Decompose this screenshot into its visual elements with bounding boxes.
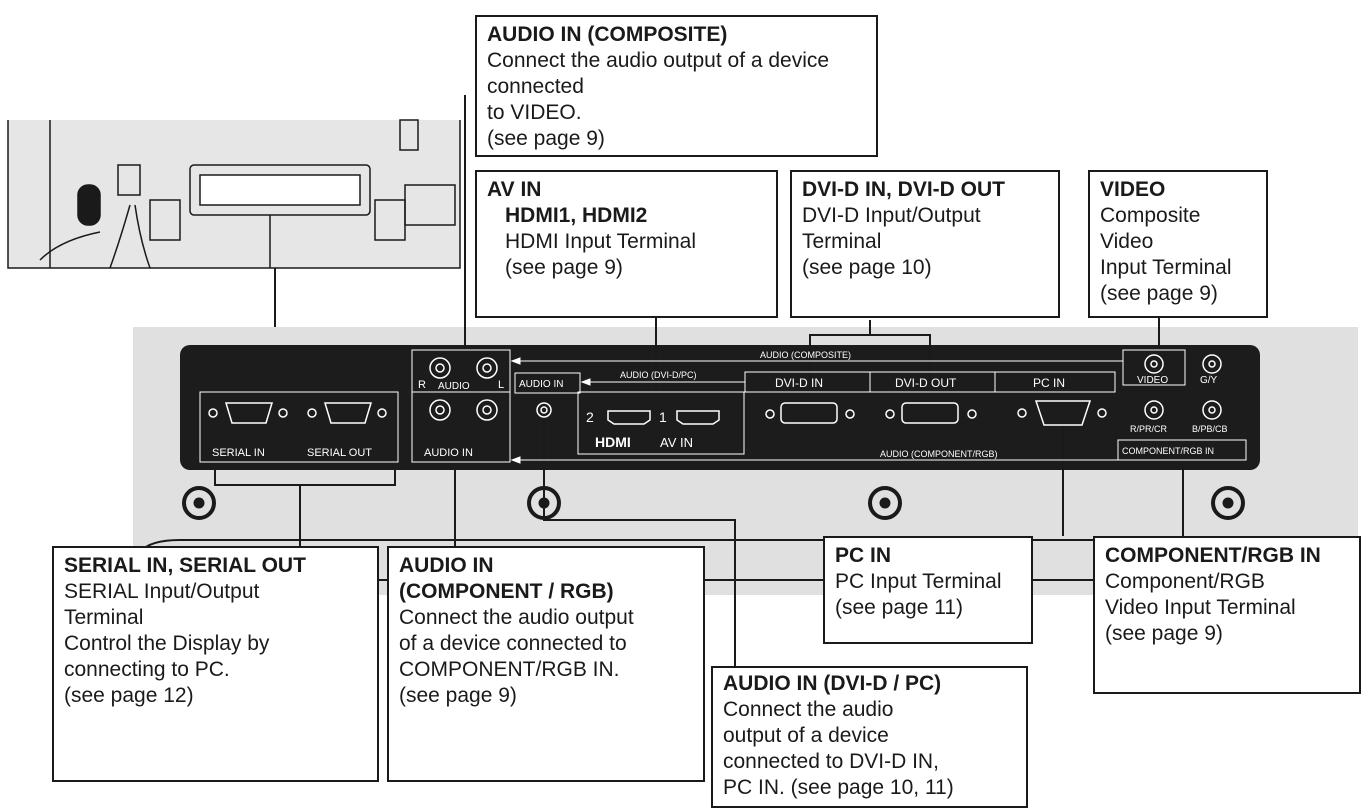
callout-title: SERIAL IN, SERIAL OUT [64, 554, 306, 577]
callout-line: Control the Display by [64, 632, 270, 655]
callout-line: Terminal [802, 230, 882, 253]
label-video: VIDEO [1137, 375, 1168, 386]
callout-serial: SERIAL IN, SERIAL OUT SERIAL Input/Outpu… [52, 546, 379, 782]
callout-dvid: DVI-D IN, DVI-D OUT DVI-D Input/Output T… [790, 170, 1060, 318]
callout-line: Composite Video [1100, 204, 1201, 253]
callout-av-in: AV IN HDMI1, HDMI2 HDMI Input Terminal (… [475, 170, 778, 318]
callout-title: AUDIO IN [399, 554, 494, 577]
label-r-pr-cr: R/PR/CR [1130, 424, 1168, 434]
label-audio-in-small: AUDIO IN [519, 379, 563, 390]
terminal-bar [180, 345, 1260, 470]
label-serial-in: SERIAL IN [212, 447, 265, 459]
callout-audio-composite: AUDIO IN (COMPOSITE) Connect the audio o… [475, 15, 878, 157]
callout-line: to VIDEO. [487, 101, 582, 124]
callout-line: SERIAL Input/Output [64, 580, 260, 603]
callout-line: (see page 9) [1100, 282, 1218, 305]
connector-shapes [208, 354, 1222, 426]
callout-line: (see page 9) [1105, 622, 1223, 645]
callout-line: connected to DVI-D IN, [723, 750, 939, 773]
label-pc-in: PC IN [1033, 376, 1065, 390]
callout-line: DVI-D Input/Output [802, 204, 981, 227]
label-hdmi-2: 2 [586, 409, 594, 425]
callout-line: (see page 9) [487, 127, 605, 150]
callout-title-2: (COMPONENT / RGB) [399, 580, 614, 603]
label-g-y: G/Y [1200, 375, 1218, 386]
callout-audio-component: AUDIO IN (COMPONENT / RGB) Connect the a… [387, 546, 705, 782]
callout-line: Video Input Terminal [1105, 596, 1296, 619]
label-audio-word: AUDIO [438, 381, 470, 392]
callout-line: PC Input Terminal [835, 570, 1002, 593]
label-av-in: AV IN [660, 435, 693, 450]
callout-line: (see page 12) [64, 684, 194, 707]
display-rear-thumbnail [7, 119, 461, 269]
label-dvid-out: DVI-D OUT [895, 376, 957, 390]
label-dvid-in: DVI-D IN [775, 376, 823, 390]
callout-line: Input Terminal [1100, 256, 1232, 279]
callout-line: HDMI Input Terminal [505, 230, 697, 253]
terminal-label-boxes [199, 349, 1247, 463]
callout-line: of a device connected to [399, 632, 627, 655]
label-b-pb-cb: B/PB/CB [1192, 424, 1228, 434]
callout-title: PC IN [835, 544, 892, 567]
callout-line: Connect the audio output [399, 606, 634, 629]
callout-title: DVI-D IN, DVI-D OUT [802, 178, 1005, 201]
label-audio-l: L [498, 379, 504, 391]
label-audio-in-lower: AUDIO IN [424, 447, 473, 459]
callout-title: AUDIO IN (DVI-D / PC) [723, 672, 942, 695]
callout-line: PC IN. (see page 10, 11) [723, 776, 954, 799]
label-serial-out: SERIAL OUT [307, 447, 372, 459]
callout-audio-dvid-pc: AUDIO IN (DVI-D / PC) Connect the audio … [711, 666, 1028, 808]
label-audio-component-rgb: AUDIO (COMPONENT/RGB) [880, 449, 998, 459]
callout-line: output of a device [723, 724, 889, 747]
audio-routing-lines [510, 357, 1123, 464]
callout-video: VIDEO Composite Video Input Terminal (se… [1088, 170, 1268, 318]
callout-line: (see page 11) [835, 596, 964, 619]
callout-line: (see page 10) [802, 256, 932, 279]
callout-title: VIDEO [1100, 178, 1166, 201]
callout-line: Connect the audio [723, 698, 894, 721]
hdmi-logo: HDMI [595, 434, 631, 450]
callout-title: COMPONENT/RGB IN [1105, 544, 1321, 567]
label-component-rgb-in: COMPONENT/RGB IN [1122, 446, 1214, 456]
callout-line: connecting to PC. [64, 658, 230, 681]
label-audio-composite: AUDIO (COMPOSITE) [760, 350, 851, 360]
label-hdmi-1: 1 [659, 409, 667, 425]
callout-subtitle: HDMI1, HDMI2 [505, 204, 648, 227]
callout-line: Component/RGB [1105, 570, 1265, 593]
callout-line: Connect the audio output of a device con… [487, 49, 830, 98]
label-audio-r: R [418, 379, 426, 391]
callout-line: COMPONENT/RGB IN. [399, 658, 620, 681]
callout-line: (see page 9) [505, 256, 623, 279]
callout-line: (see page 9) [399, 684, 517, 707]
callout-title: AUDIO IN (COMPOSITE) [487, 23, 728, 46]
callout-pc-in: PC IN PC Input Terminal (see page 11) [823, 536, 1033, 644]
leader-lines [214, 95, 1184, 666]
callout-title: AV IN [487, 178, 542, 201]
callout-line: Terminal [64, 606, 144, 629]
label-audio-dvid-pc: AUDIO (DVI-D/PC) [620, 370, 697, 380]
callout-component-rgb: COMPONENT/RGB IN Component/RGB Video Inp… [1093, 536, 1361, 694]
